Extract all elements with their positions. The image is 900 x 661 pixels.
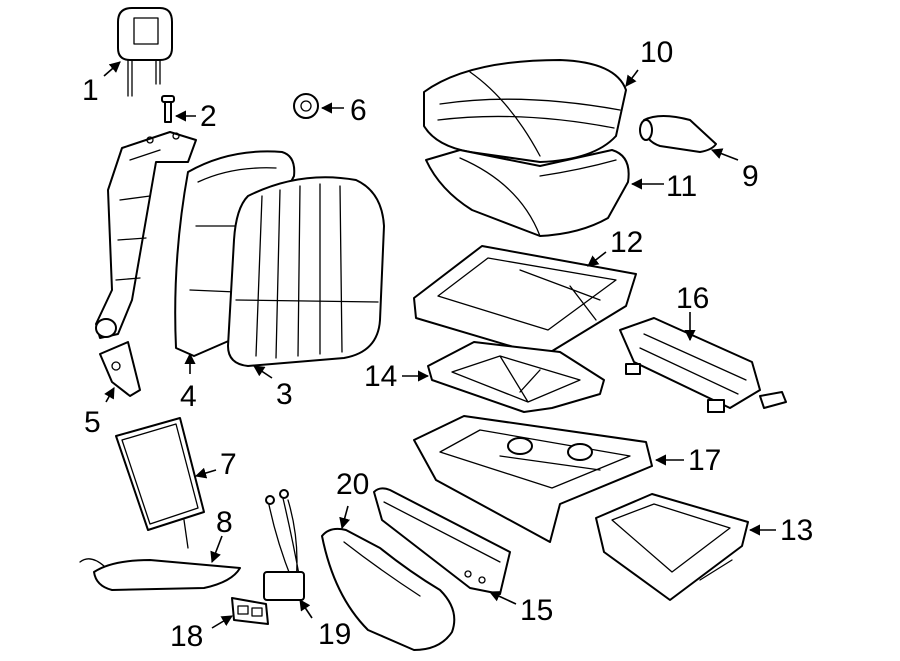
callout-3: 3: [276, 378, 293, 411]
callout-7: 7: [220, 448, 237, 481]
recliner-knob-part: [293, 93, 319, 119]
lumbar-panel-part: [115, 417, 205, 549]
callout-6: 6: [350, 94, 367, 127]
callout-11: 11: [666, 170, 697, 203]
headrest-part: [117, 7, 173, 97]
callout-5: 5: [84, 406, 101, 439]
headrest-guide-part: [161, 95, 175, 123]
callout-2: 2: [200, 100, 217, 133]
recliner-handle-part: [99, 341, 141, 397]
callout-leaders: [103, 61, 776, 629]
callout-14: 14: [364, 360, 397, 393]
front-panel-part: [373, 487, 511, 595]
cushion-frame-part: [413, 245, 637, 357]
power-adjuster-part: [413, 415, 653, 543]
side-shield-part: [321, 527, 456, 651]
cushion-cover-part: [423, 59, 627, 163]
callout-18: 18: [170, 620, 203, 653]
callout-12: 12: [610, 226, 643, 259]
callout-16: 16: [676, 282, 709, 315]
heater-pad-part: [79, 558, 241, 591]
seat-track-part: [619, 317, 787, 413]
callout-10: 10: [640, 36, 673, 69]
wiring-harness-part: [263, 489, 305, 601]
seat-pan-part: [427, 341, 605, 413]
callout-19: 19: [318, 618, 351, 651]
callout-1: 1: [82, 74, 99, 107]
callout-13: 13: [780, 514, 813, 547]
seat-back-cover-part: [227, 176, 385, 367]
callout-17: 17: [688, 444, 721, 477]
callout-9: 9: [742, 160, 759, 193]
storage-tray-part: [595, 493, 749, 601]
armrest-trim-part: [639, 115, 717, 153]
callout-15: 15: [520, 594, 553, 627]
callout-8: 8: [216, 506, 233, 539]
switch-connector-part: [231, 597, 269, 625]
cushion-pad-part: [425, 149, 630, 237]
callout-labels: 1 2 3 4 5 6 7 8 9 10 11 12 13 14 15 16 1…: [82, 36, 813, 653]
callout-4: 4: [180, 380, 197, 413]
callout-20: 20: [336, 468, 369, 501]
seat-back-frame-part: [95, 131, 197, 339]
